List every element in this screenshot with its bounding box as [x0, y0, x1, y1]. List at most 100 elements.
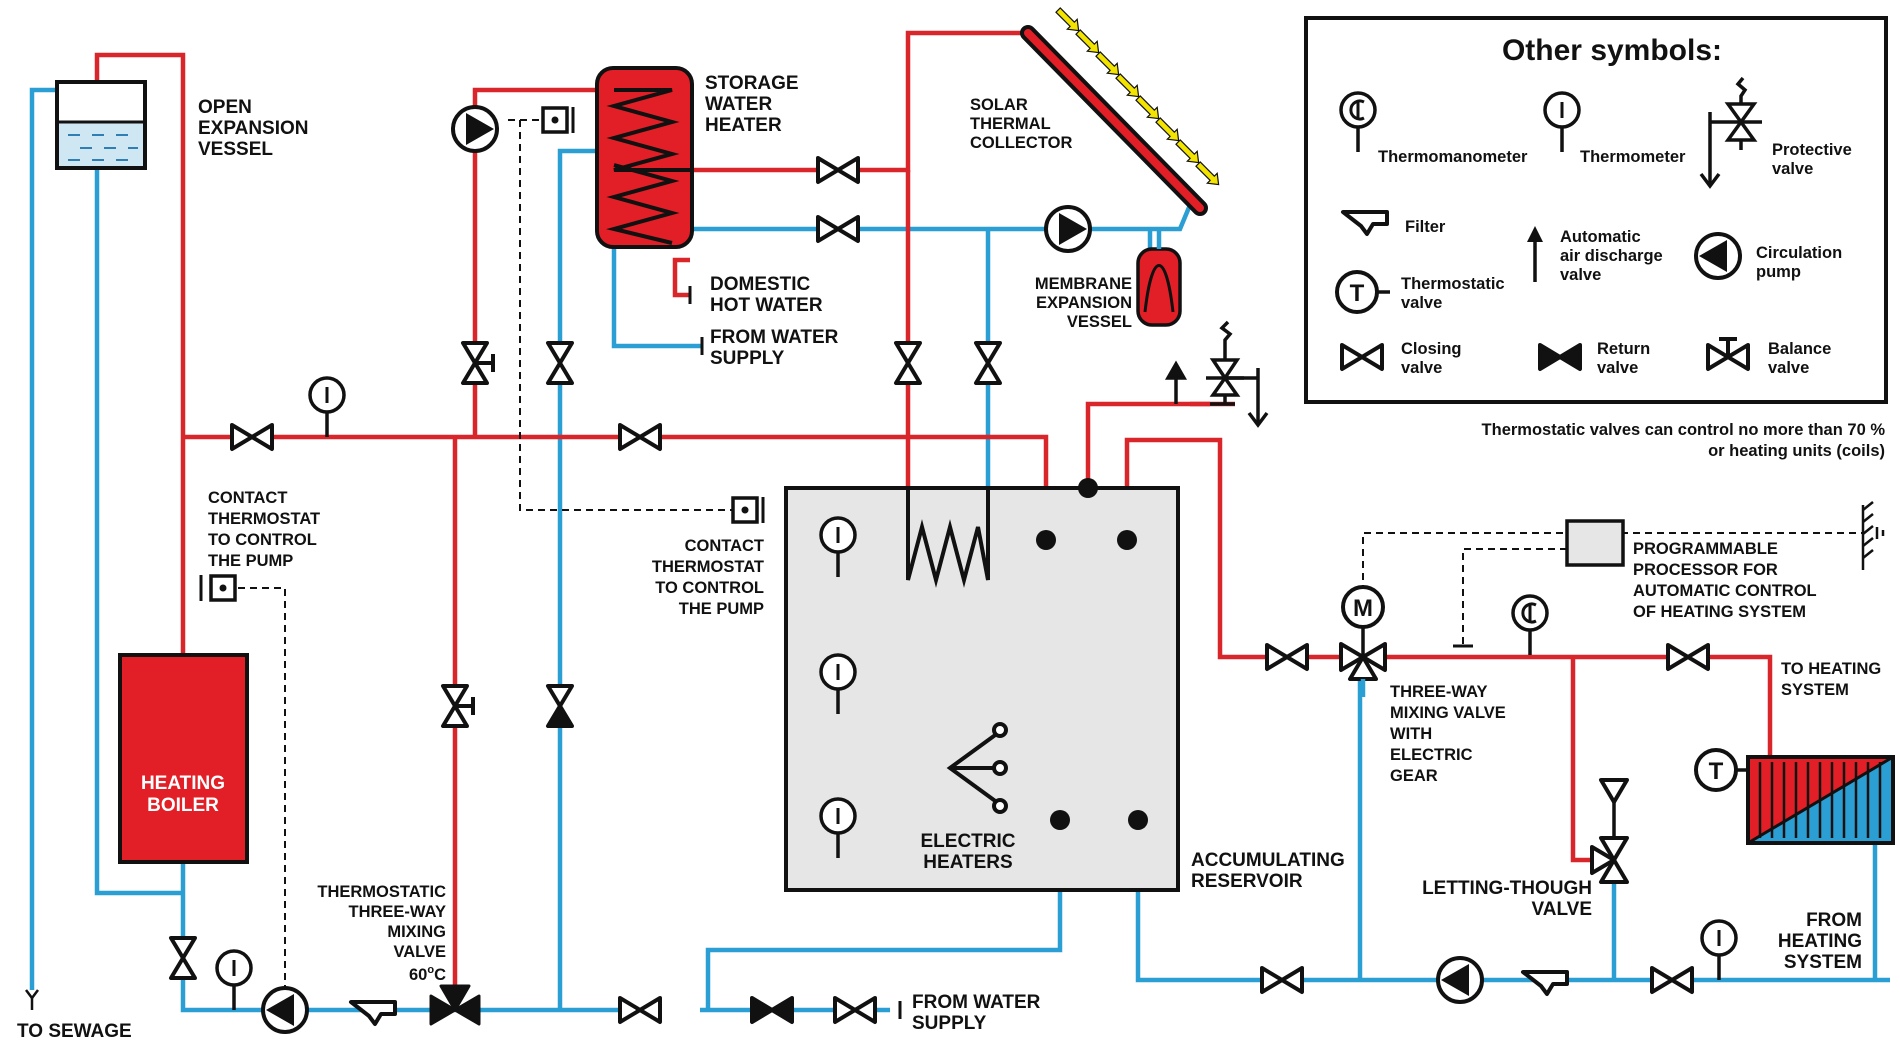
legend-title: Other symbols:: [1502, 34, 1722, 67]
svg-text:THERMAL: THERMAL: [970, 115, 1051, 133]
svg-text:THREE-WAY: THREE-WAY: [349, 903, 447, 921]
heating-boiler: [118, 653, 249, 864]
svg-text:SUPPLY: SUPPLY: [710, 348, 785, 369]
three-way-mixing-valve-gear: [1339, 585, 1387, 697]
svg-text:DOMESTIC: DOMESTIC: [710, 274, 811, 295]
legend-filter-label: Filter: [1405, 218, 1446, 236]
svg-text:WATER: WATER: [705, 94, 772, 115]
legend-thermometer-label: Thermometer: [1580, 148, 1686, 166]
svg-text:OPEN: OPEN: [198, 97, 252, 118]
svg-text:ACCUMULATING: ACCUMULATING: [1191, 850, 1345, 871]
accumulating-reservoir: [784, 478, 1180, 892]
from-heating-system-label: FROM HEATING SYSTEM: [1778, 910, 1862, 973]
heating-boiler-label: HEATING BOILER: [141, 773, 225, 816]
svg-text:THERMOSTAT: THERMOSTAT: [208, 510, 320, 528]
svg-text:PROCESSOR FOR: PROCESSOR FOR: [1633, 561, 1778, 579]
legend-pump-label-2: pump: [1756, 263, 1801, 281]
letting-through-valve-label: LETTING-THOUGH VALVE: [1422, 878, 1592, 920]
ground-sensor: [1861, 501, 1885, 570]
domestic-hot-water-label: DOMESTIC HOT WATER: [710, 274, 823, 316]
storage-water-heater: [595, 66, 694, 249]
electric-heaters-label: ELECTRIC HEATERS: [921, 831, 1016, 873]
svg-text:PROGRAMMABLE: PROGRAMMABLE: [1633, 540, 1778, 558]
svg-text:FROM: FROM: [1806, 910, 1862, 931]
legend-air-label-3: valve: [1560, 266, 1601, 284]
svg-text:HEATERS: HEATERS: [923, 852, 1012, 873]
radiator-thermostatic-valve: [1694, 748, 1748, 792]
radiator-thermostatic-letter: T: [1709, 758, 1724, 785]
legend-circulation-pump-icon: [1694, 232, 1742, 280]
legend-closing-label-1: Closing: [1401, 340, 1462, 358]
svg-text:THERMOSTATIC: THERMOSTATIC: [317, 883, 446, 901]
thermostatic-three-way-label: THERMOSTATIC THREE-WAY MIXING VALVE 60oC: [317, 883, 446, 984]
legend-thermostatic-label-2: valve: [1401, 294, 1442, 312]
svg-text:HOT WATER: HOT WATER: [710, 295, 823, 316]
svg-text:CONTACT: CONTACT: [685, 537, 764, 555]
svg-text:ELECTRIC: ELECTRIC: [921, 831, 1016, 852]
svg-text:CONTACT: CONTACT: [208, 489, 287, 507]
open-expansion-vessel: [55, 80, 147, 170]
return-valve-vertical: [546, 684, 574, 728]
svg-text:VALVE: VALVE: [1531, 899, 1592, 920]
note-line-1: Thermostatic valves can control no more …: [1482, 421, 1886, 439]
storage-water-heater-label: STORAGE WATER HEATER: [705, 73, 799, 136]
svg-text:VALVE: VALVE: [393, 943, 446, 961]
sun-ray-arrows: [1055, 7, 1220, 186]
svg-text:RESERVOIR: RESERVOIR: [1191, 871, 1303, 892]
legend-box: Other symbols: Thermomanometer Thermomet…: [1304, 16, 1888, 404]
svg-text:EXPANSION: EXPANSION: [198, 118, 309, 139]
from-water-supply-top-label: FROM WATER SUPPLY: [710, 327, 839, 369]
legend-thermomanometer-label: Thermomanometer: [1378, 148, 1528, 166]
radiator: [1746, 755, 1895, 845]
to-heating-system-label: TO HEATING SYSTEM: [1781, 660, 1881, 699]
note-line-2: or heating units (coils): [1708, 442, 1885, 460]
svg-text:AUTOMATIC CONTROL: AUTOMATIC CONTROL: [1633, 582, 1817, 600]
svg-text:SOLAR: SOLAR: [970, 96, 1028, 114]
svg-text:VESSEL: VESSEL: [198, 139, 273, 160]
svg-text:TO CONTROL: TO CONTROL: [208, 531, 317, 549]
control-lines: [238, 119, 1863, 1000]
filter-bottom-right: [1521, 970, 1569, 996]
membrane-expansion-vessel: [1136, 229, 1182, 327]
legend-balance-label-1: Balance: [1768, 340, 1831, 358]
svg-text:ELECTRIC: ELECTRIC: [1390, 746, 1473, 764]
legend-pump-label-1: Circulation: [1756, 244, 1842, 262]
svg-text:FROM WATER: FROM WATER: [912, 992, 1041, 1013]
from-water-supply-bottom-label: FROM WATER SUPPLY: [898, 992, 1041, 1034]
return-valve-bottom: [750, 996, 794, 1024]
svg-text:HEATING: HEATING: [1778, 931, 1862, 952]
svg-text:VESSEL: VESSEL: [1067, 313, 1132, 331]
legend-protective-label-2: valve: [1772, 160, 1813, 178]
solar-collector-label: SOLAR THERMAL COLLECTOR: [970, 96, 1072, 152]
svg-text:COLLECTOR: COLLECTOR: [970, 134, 1072, 152]
svg-text:HEATING: HEATING: [141, 773, 225, 794]
svg-text:BOILER: BOILER: [147, 795, 219, 816]
svg-text:MIXING: MIXING: [387, 923, 446, 941]
membrane-vessel-label: MEMBRANE EXPANSION VESSEL: [1035, 275, 1132, 331]
three-way-mixing-gear-label: THREE-WAY MIXING VALVE WITH ELECTRIC GEA…: [1390, 683, 1506, 785]
svg-text:OF HEATING SYSTEM: OF HEATING SYSTEM: [1633, 603, 1806, 621]
legend-balance-valve-icon: [1706, 337, 1750, 371]
balance-valves: [443, 343, 493, 726]
thermostatic-three-way-valve: [429, 984, 481, 1026]
accumulating-reservoir-label: ACCUMULATING RESERVOIR: [1191, 850, 1345, 892]
legend-protective-valve-icon: [1699, 76, 1762, 189]
svg-text:TO HEATING: TO HEATING: [1781, 660, 1881, 678]
motor-letter: M: [1353, 595, 1373, 622]
svg-text:MEMBRANE: MEMBRANE: [1035, 275, 1132, 293]
svg-text:THREE-WAY: THREE-WAY: [1390, 683, 1488, 701]
legend-air-discharge-icon: [1527, 226, 1543, 282]
svg-text:HEATER: HEATER: [705, 115, 782, 136]
svg-text:THERMOSTAT: THERMOSTAT: [652, 558, 764, 576]
svg-text:STORAGE: STORAGE: [705, 73, 799, 94]
svg-text:GEAR: GEAR: [1390, 767, 1438, 785]
to-sewage-label: TO SEWAGE: [17, 989, 132, 1042]
legend-closing-label-2: valve: [1401, 359, 1442, 377]
svg-text:THE PUMP: THE PUMP: [208, 552, 293, 570]
svg-text:WITH: WITH: [1390, 725, 1432, 743]
programmable-processor: [1565, 519, 1625, 567]
legend-protective-label-1: Protective: [1772, 141, 1852, 159]
svg-text:SYSTEM: SYSTEM: [1784, 952, 1862, 973]
